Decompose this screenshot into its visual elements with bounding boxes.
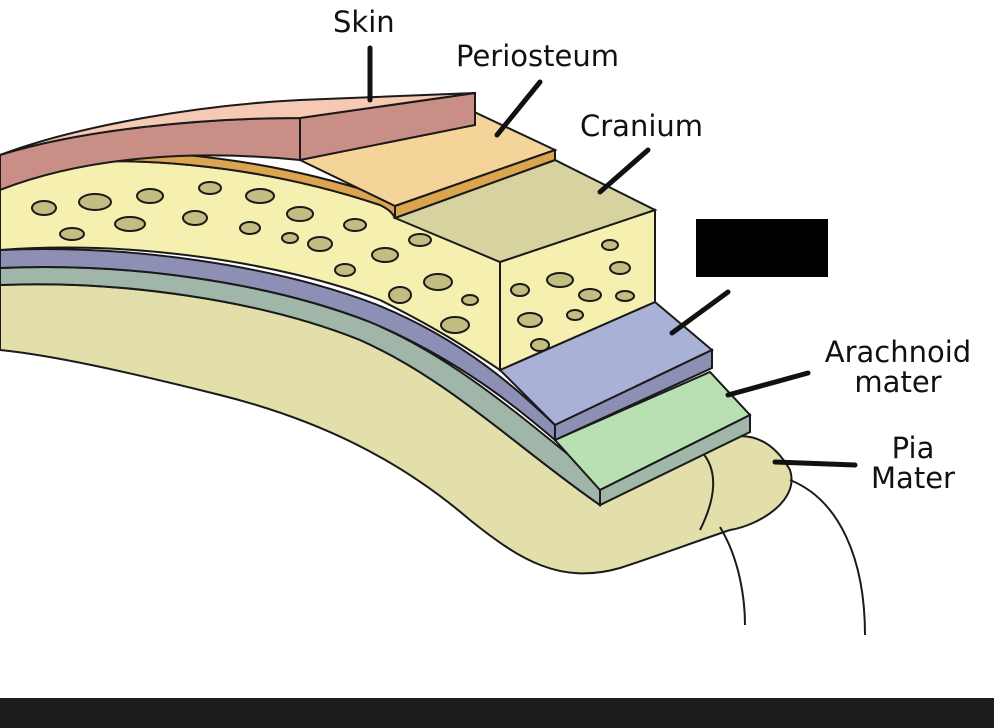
arachnoid-block-side: [599, 413, 751, 507]
sulcus-line-left: [719, 526, 746, 626]
periosteum-label: Periosteum: [456, 39, 619, 73]
periosteum-block-edge: [394, 148, 556, 220]
pia-label: Pia Mater: [858, 433, 968, 493]
leader-lines: [367, 45, 858, 468]
dura-leader: [669, 289, 731, 336]
footer-bar: [0, 698, 994, 728]
periosteum-leader: [494, 79, 543, 138]
pia-label-line2: Mater: [871, 461, 955, 495]
cranium-leader: [597, 147, 651, 195]
cranium-label: Cranium: [580, 109, 704, 143]
pia-label-line1: Pia: [891, 431, 935, 465]
arachnoid-label-line2: mater: [854, 365, 942, 399]
pia-leader: [772, 459, 858, 468]
arachnoid-label-line1: Arachnoid: [824, 335, 972, 369]
arachnoid-leader: [725, 370, 811, 398]
cranium-pores: [31, 181, 635, 352]
dura-block-side: [554, 348, 713, 442]
skin-label: Skin: [333, 5, 395, 39]
redacted-label-box: [696, 219, 828, 277]
skin-top: [0, 92, 476, 156]
arachnoid-label: Arachnoid mater: [808, 337, 988, 397]
pia-gyrus: [699, 449, 715, 531]
sulcus-line-right: [789, 479, 866, 636]
